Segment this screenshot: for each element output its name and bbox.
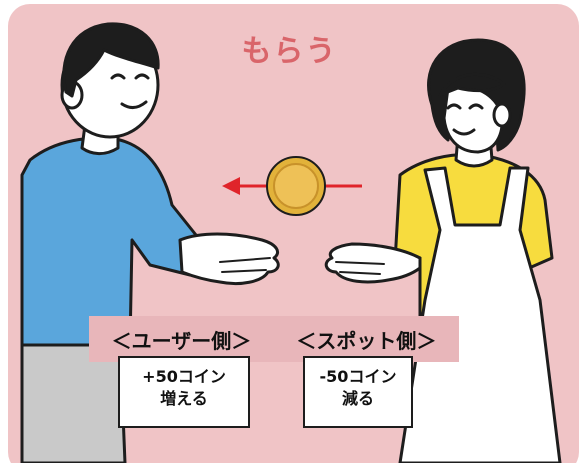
spot-ear <box>492 102 512 128</box>
user-coin-sign: +50コイン 増える <box>118 356 250 428</box>
spot-coin-amount: -50コイン <box>319 367 397 386</box>
spot-bangs <box>438 72 506 97</box>
user-mouth <box>120 100 148 109</box>
user-eye <box>110 73 126 80</box>
user-finger-line <box>219 257 271 263</box>
user-side-label: ＜ユーザー側＞ <box>111 328 252 353</box>
spot-eye <box>446 103 462 110</box>
page-title: もらう <box>241 34 338 69</box>
banner-background <box>89 316 459 362</box>
user-coin-change: 増える <box>160 389 208 408</box>
spot-eye <box>468 103 484 110</box>
spot-apron <box>398 166 562 463</box>
spot-coin-sign: -50コイン 減る <box>303 356 413 428</box>
user-shirt <box>20 136 202 347</box>
spot-finger-line <box>339 271 381 275</box>
user-hair <box>62 22 160 98</box>
side-label-banner: ＜ユーザー側＞ ＜スポット側＞ <box>89 316 459 362</box>
spot-mouth <box>452 128 476 136</box>
user-finger-line <box>221 269 267 273</box>
user-person <box>20 22 280 463</box>
spot-person <box>324 38 562 463</box>
user-eye <box>134 73 150 80</box>
spot-finger-line <box>335 261 385 265</box>
spot-coin-change: 減る <box>341 389 374 408</box>
user-coin-amount: +50コイン <box>142 367 226 386</box>
spot-side-label: ＜スポット側＞ <box>296 328 437 353</box>
coin-icon <box>266 156 326 216</box>
